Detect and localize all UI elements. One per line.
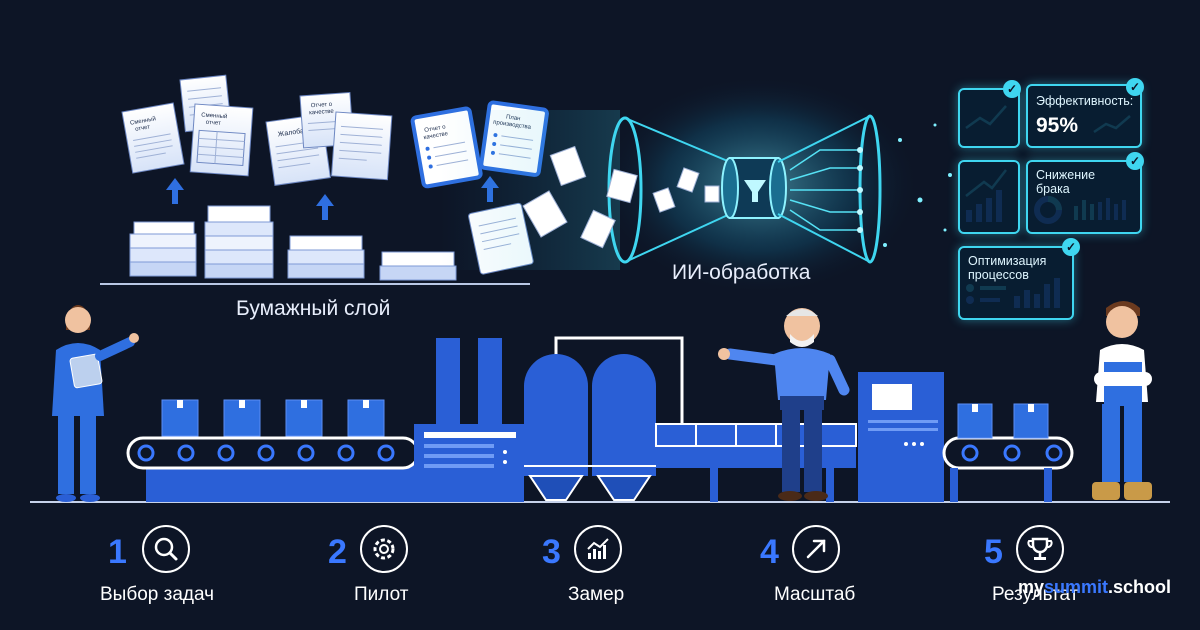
step-label: Замер: [568, 584, 625, 605]
efficiency-title: Эффективность:: [1036, 94, 1134, 108]
svg-text:Сменный: Сменный: [129, 115, 156, 126]
check-icon: ✓: [1126, 152, 1144, 170]
logo-part: my: [1018, 577, 1045, 597]
ai-funnel: [440, 75, 952, 295]
check-icon: ✓: [1062, 238, 1080, 256]
step-label: Пилот: [354, 584, 409, 605]
gear-icon: [360, 525, 408, 573]
metric-card-growth: [958, 160, 1020, 234]
check-icon: ✓: [1126, 78, 1144, 96]
step-number: 5: [984, 533, 1003, 571]
paper-layer-label: Бумажный слой: [236, 297, 391, 320]
metric-card-defects: Снижение брака: [1026, 160, 1142, 234]
svg-text:отчет: отчет: [135, 124, 151, 133]
svg-text:Жалоба: Жалоба: [277, 127, 304, 139]
step-1: 1 Выбор задач: [100, 525, 240, 615]
ai-processing-label: ИИ-обработка: [672, 261, 811, 284]
worker-arms-crossed: [1092, 301, 1152, 500]
metric-card-efficiency: Эффективность: 95%: [1026, 84, 1142, 148]
filter-icon: [744, 180, 766, 202]
optimization-title: Оптимизация процессов: [968, 254, 1047, 282]
defects-title: Снижение брака: [1036, 168, 1096, 196]
logo-part: summit: [1044, 577, 1109, 597]
step-number: 2: [328, 533, 347, 571]
conveyor-middle: [655, 423, 857, 502]
step-label: Результат: [992, 584, 1079, 605]
metric-card-trend: [958, 88, 1020, 148]
step-number: 3: [542, 533, 561, 571]
svg-text:Отчет о: Отчет о: [424, 124, 447, 134]
silos: [524, 336, 684, 501]
step-3: 3 Замер: [542, 525, 662, 615]
metric-card-optimization: Оптимизация процессов: [958, 246, 1074, 320]
svg-text:Отчет о: Отчет о: [311, 102, 333, 110]
paper-stack: [204, 205, 274, 279]
brand-logo: mysummit.school: [1018, 577, 1171, 598]
svg-text:Сменный: Сменный: [201, 111, 228, 120]
svg-text:качестве: качестве: [423, 131, 449, 141]
arrow-up-right-icon: [792, 525, 840, 573]
paper-stack: [379, 251, 457, 281]
growth-chart-icon: [574, 525, 622, 573]
check-icon: ✓: [1003, 80, 1021, 98]
control-machine: [858, 372, 944, 502]
step-label: Выбор задач: [100, 584, 215, 605]
trophy-icon: [1016, 525, 1064, 573]
paper-stack: [129, 221, 197, 277]
conveyor-left: [126, 399, 420, 502]
svg-text:отчет: отчет: [206, 120, 222, 127]
search-icon: [142, 525, 190, 573]
svg-text:качестве: качестве: [309, 109, 335, 117]
older-man-presenting: [718, 308, 850, 501]
step-5: 5 Результат: [984, 525, 1104, 615]
woman-with-tablet: [52, 305, 139, 502]
paper-stack: [287, 235, 365, 279]
step-2: 2 Пилот: [328, 525, 448, 615]
step-number: 4: [760, 533, 779, 571]
step-number: 1: [108, 533, 127, 571]
logo-part: .school: [1108, 577, 1172, 597]
step-label: Масштаб: [774, 584, 856, 605]
conveyor-right: [942, 403, 1074, 502]
efficiency-value: 95%: [1036, 114, 1079, 137]
factory-building: [414, 338, 524, 502]
step-4: 4 Масштаб: [760, 525, 890, 615]
